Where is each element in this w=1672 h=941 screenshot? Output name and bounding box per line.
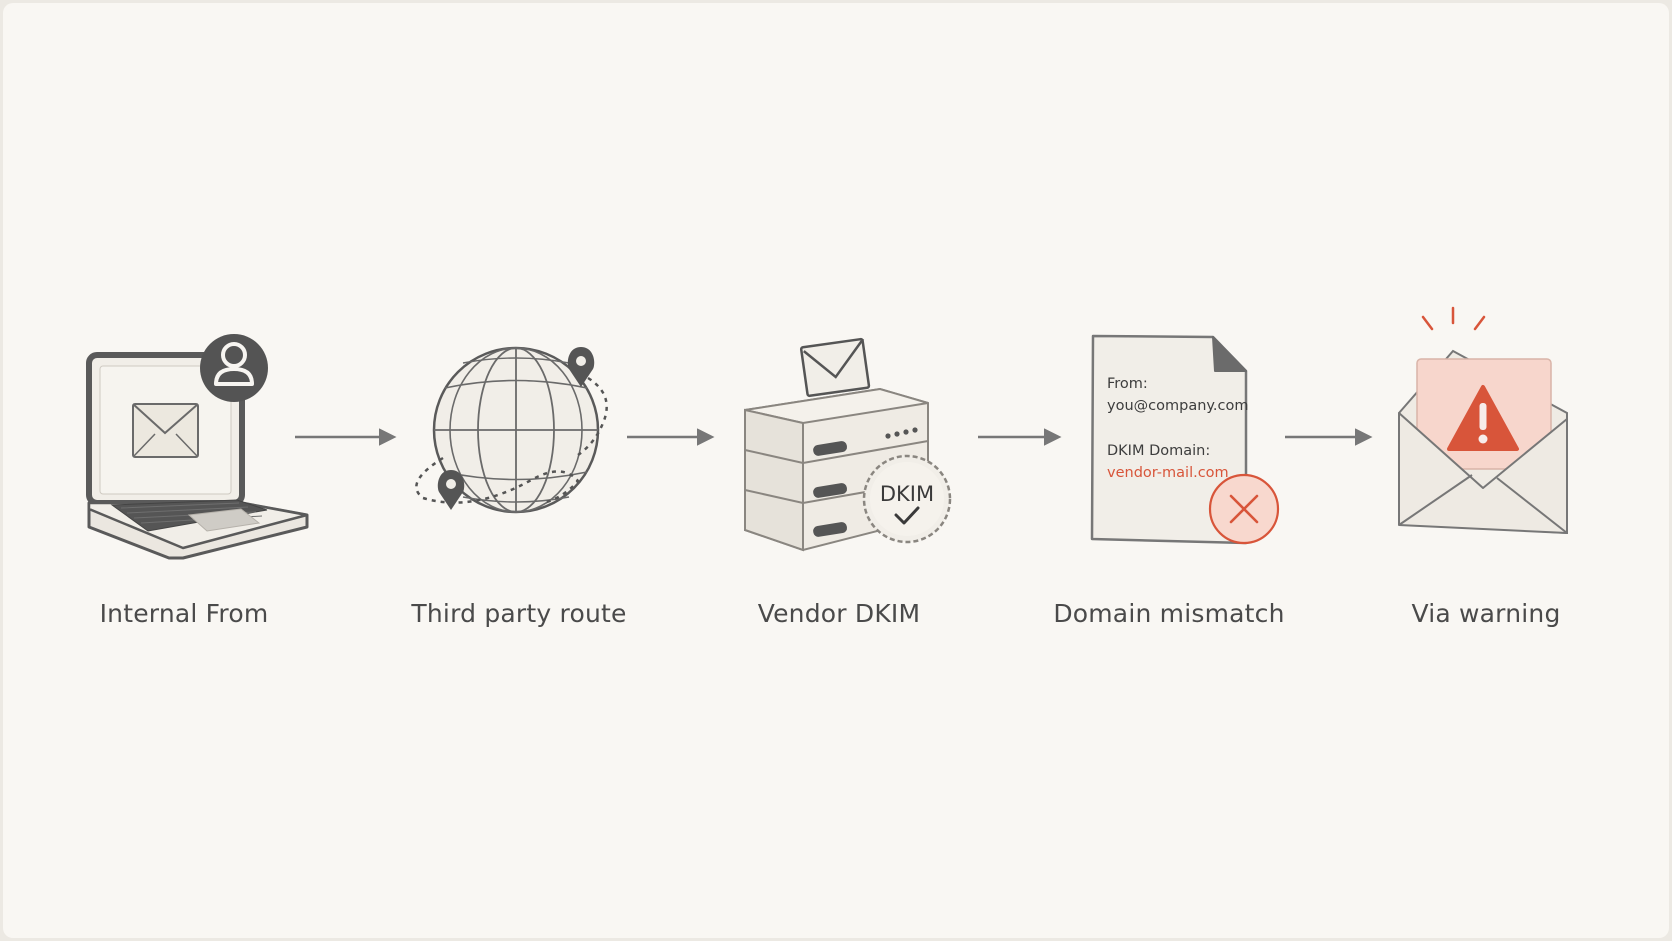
laptop-email-user-icon: [86, 334, 309, 560]
step-label-internal-from: Internal From: [99, 599, 269, 628]
user-avatar-icon: [200, 334, 268, 402]
screen-envelope-icon: [132, 403, 199, 458]
doc-dkim-value: vendor-mail.com: [1107, 465, 1229, 481]
diagram-canvas: DKIM From: you@company.com DKIM Domain: …: [3, 3, 1669, 938]
server-envelope-icon: [799, 337, 871, 398]
step-label-domain-mismatch: Domain mismatch: [1053, 599, 1285, 628]
check-icon: [894, 506, 920, 525]
doc-from-value: you@company.com: [1107, 398, 1248, 414]
dkim-badge-label: DKIM: [880, 482, 934, 506]
document-mismatch-icon: From: you@company.com DKIM Domain: vendo…: [1090, 334, 1280, 545]
location-pin-icon: [567, 347, 595, 387]
globe-route-icon: [415, 346, 608, 514]
diagram-stage: DKIM From: you@company.com DKIM Domain: …: [86, 306, 1568, 560]
step-label-third-party-route: Third party route: [411, 599, 627, 628]
doc-dkim-label: DKIM Domain:: [1107, 443, 1210, 459]
step-label-vendor-dkim: Vendor DKIM: [757, 599, 921, 628]
step-label-via-warning: Via warning: [1411, 599, 1561, 628]
close-x-icon: [1208, 473, 1280, 545]
dkim-seal-badge: DKIM: [862, 454, 952, 544]
doc-from-label: From:: [1107, 376, 1148, 392]
server-dkim-icon: DKIM: [744, 337, 952, 552]
location-pin-icon: [437, 470, 465, 510]
envelope-warning-icon: [1398, 306, 1568, 535]
